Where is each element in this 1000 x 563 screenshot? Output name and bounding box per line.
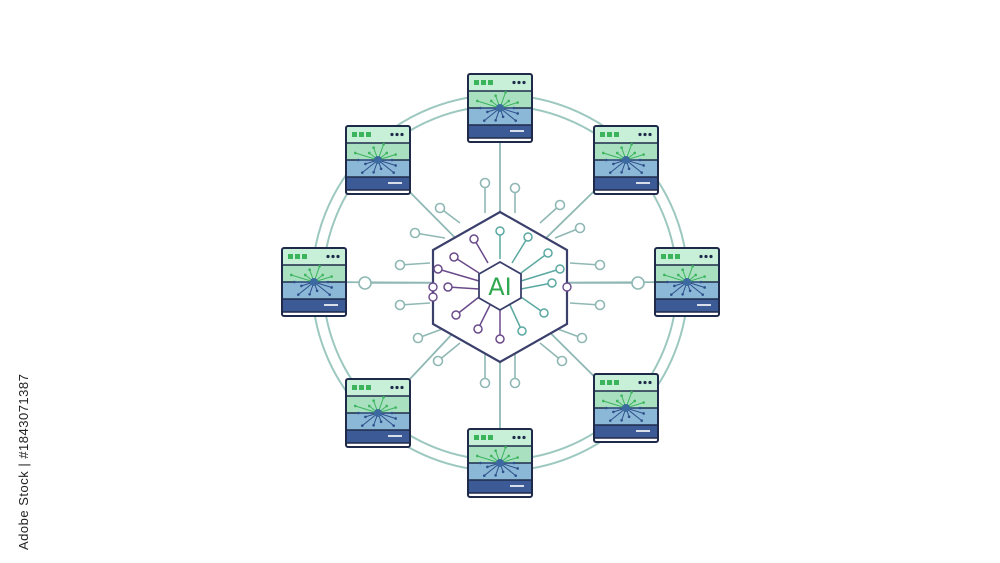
server-group [281, 73, 720, 498]
inner-node [547, 278, 557, 288]
inner-node [543, 248, 553, 258]
ai-core-label: AI [488, 273, 512, 301]
trace-node [412, 332, 424, 344]
inner-node [449, 252, 459, 262]
watermark: Adobe Stock | #1843071387 [16, 374, 31, 550]
inner-node [523, 232, 533, 242]
inner-node [433, 264, 443, 274]
circuit-traces [358, 177, 645, 389]
inner-trace [520, 252, 549, 274]
inner-node [495, 334, 505, 344]
server-icon [467, 73, 533, 143]
server-icon [654, 247, 720, 317]
trace-node [509, 377, 521, 389]
inner-node [539, 308, 549, 318]
inner-node [517, 326, 527, 336]
trace-node [434, 202, 446, 214]
inner-node [495, 226, 505, 236]
trace-node [509, 182, 521, 194]
trace-node [594, 259, 606, 271]
trace-node [574, 222, 586, 234]
junction-node [428, 292, 438, 302]
trace-node [556, 355, 568, 367]
trace-node [576, 332, 588, 344]
server-icon [593, 373, 659, 443]
inner-node [469, 234, 479, 244]
inner-node [555, 264, 565, 274]
inner-node [473, 324, 483, 334]
inner-node [443, 282, 453, 292]
inner-trace [520, 268, 561, 282]
trace-node [358, 276, 372, 290]
circuit-icon [428, 226, 572, 344]
inner-trace [437, 268, 480, 282]
trace-node [479, 377, 491, 389]
chip-icon: AI [478, 260, 522, 312]
inner-trace [455, 296, 480, 316]
server-icon [467, 428, 533, 498]
server-icon [345, 125, 411, 195]
trace-node [409, 227, 421, 239]
junction-node [562, 282, 572, 292]
server-icon [345, 378, 411, 448]
trace-node [631, 276, 645, 290]
trace-node [594, 299, 606, 311]
trace-node [432, 355, 444, 367]
trace-node [554, 199, 566, 211]
watermark-text: Adobe Stock | #1843071387 [16, 374, 31, 550]
inner-trace [520, 282, 553, 290]
inner-node [451, 310, 461, 320]
server-icon [281, 247, 347, 317]
server-icon [593, 125, 659, 195]
inner-trace [511, 236, 529, 264]
trace-node [479, 177, 491, 189]
inner-trace [453, 256, 480, 274]
junction-node [428, 282, 438, 292]
inner-trace [447, 286, 480, 290]
trace-node [394, 299, 406, 311]
inner-trace [509, 304, 523, 332]
trace-node [394, 259, 406, 271]
